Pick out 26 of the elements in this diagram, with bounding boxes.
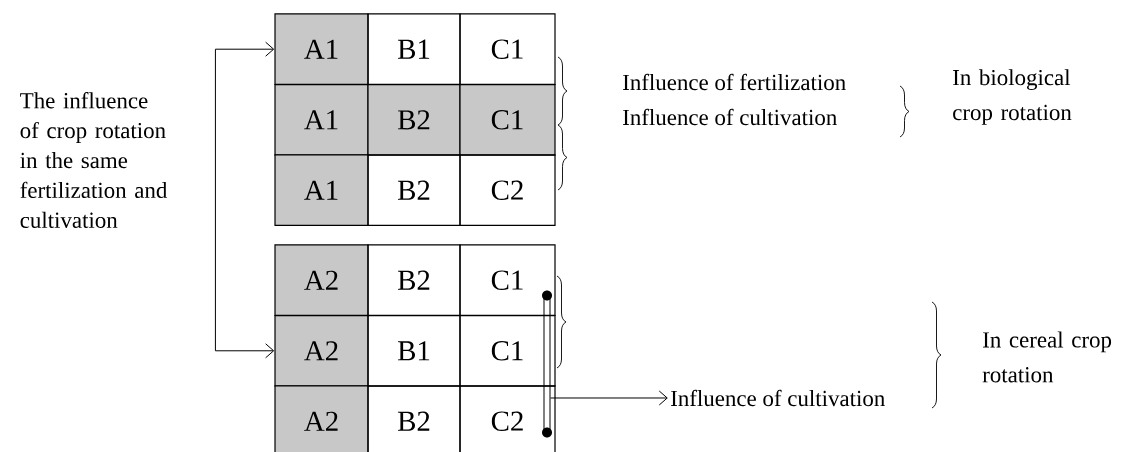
arrow	[214, 159, 275, 359]
label-text: Influence of cultivation	[671, 389, 885, 407]
table-cell: A1	[274, 83, 369, 156]
table-cell: C2	[459, 154, 556, 227]
label-text: In biological crop rotation	[953, 69, 1072, 125]
table-cell: A1	[274, 13, 369, 86]
table-cell: C2	[459, 385, 556, 452]
table-cell: A1	[274, 154, 369, 227]
label-text: Influence of fertilization	[623, 73, 846, 91]
table-cell: B2	[367, 385, 461, 452]
arrow	[550, 390, 668, 406]
table-cell: C1	[459, 244, 556, 317]
table-cell: A2	[274, 314, 369, 387]
note-text: The influence of crop rotation in the same fertilization and cultivation	[20, 92, 168, 228]
table-cell: B2	[367, 83, 461, 156]
table-cell: B2	[367, 154, 461, 227]
connector-bar	[542, 290, 552, 438]
arrow	[214, 41, 275, 161]
table-cell: A2	[274, 244, 369, 317]
table-cell: B1	[367, 314, 461, 387]
table-cell: A2	[274, 385, 369, 452]
label-text: In cereal crop rotation	[982, 331, 1112, 383]
label-text: Influence of cultivation	[623, 108, 837, 126]
table-cell: C1	[459, 83, 556, 156]
table-cell: B2	[367, 244, 461, 317]
table-cell: C1	[459, 314, 556, 387]
